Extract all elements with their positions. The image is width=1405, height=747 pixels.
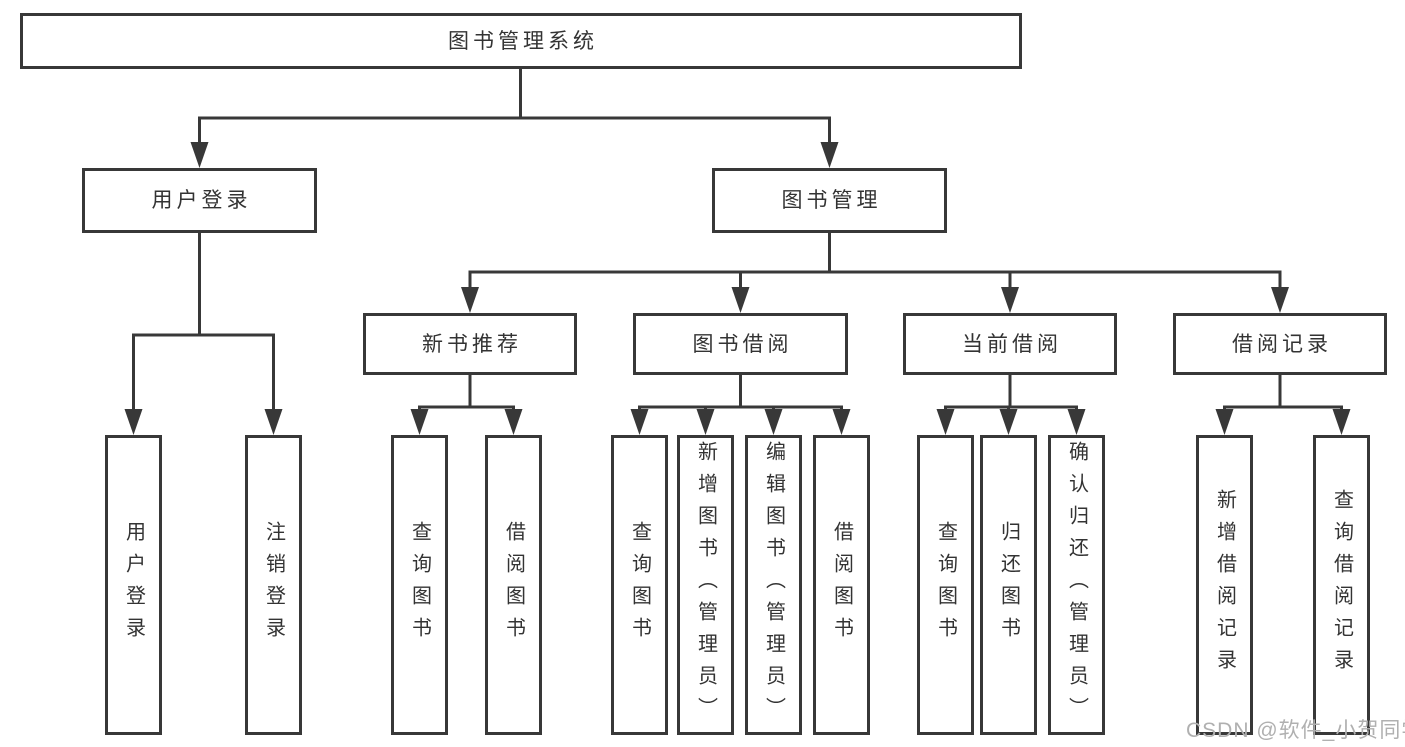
node-borrowing-records: 借阅记录 (1173, 313, 1387, 375)
node-user-login: 用户登录 (82, 168, 317, 233)
leaf-query-borrow-record: 查询借阅记录 (1313, 435, 1370, 735)
leaf-query-books-current: 查询图书 (917, 435, 974, 735)
arrowhead (190, 142, 209, 168)
arrowhead (820, 142, 839, 168)
arrowhead (999, 409, 1018, 435)
arrowhead (264, 409, 283, 435)
arrowhead (124, 409, 143, 435)
arrowhead (1271, 287, 1289, 313)
leaf-borrow-books: 借阅图书 (813, 435, 870, 735)
leaf-add-books-admin: 新增图书（管理员） (677, 435, 734, 735)
arrowhead (1067, 409, 1086, 435)
arrowheads (124, 142, 1351, 435)
leaf-edit-books-admin: 编辑图书（管理员） (745, 435, 802, 735)
leaf-add-borrow-record: 新增借阅记录 (1196, 435, 1253, 735)
leaf-query-books-recommend: 查询图书 (391, 435, 448, 735)
csdn-watermark: CSDN @软件_小贺同学 (1186, 719, 1405, 742)
leaf-logout: 注销登录 (245, 435, 302, 735)
node-book-borrowing: 图书借阅 (633, 313, 848, 375)
arrowhead (1215, 409, 1234, 435)
arrowhead (504, 409, 523, 435)
node-current-borrowing: 当前借阅 (903, 313, 1117, 375)
leaf-user-login: 用户登录 (105, 435, 162, 735)
node-book-management: 图书管理 (712, 168, 947, 233)
arrowhead (461, 287, 479, 313)
arrowhead (630, 409, 649, 435)
node-new-book-recommendation: 新书推荐 (363, 313, 577, 375)
arrowhead (936, 409, 955, 435)
arrowhead (764, 409, 783, 435)
arrowhead (832, 409, 851, 435)
leaf-return-books: 归还图书 (980, 435, 1037, 735)
arrowhead (731, 287, 750, 313)
leaf-confirm-return-admin: 确认归还（管理员） (1048, 435, 1105, 735)
arrowhead (1001, 287, 1019, 313)
arrowhead (410, 409, 429, 435)
node-root-library-system: 图书管理系统 (20, 13, 1022, 69)
arrowhead (696, 409, 715, 435)
leaf-query-books-borrow: 查询图书 (611, 435, 668, 735)
arrowhead (1332, 409, 1351, 435)
leaf-borrow-books-recommend: 借阅图书 (485, 435, 542, 735)
